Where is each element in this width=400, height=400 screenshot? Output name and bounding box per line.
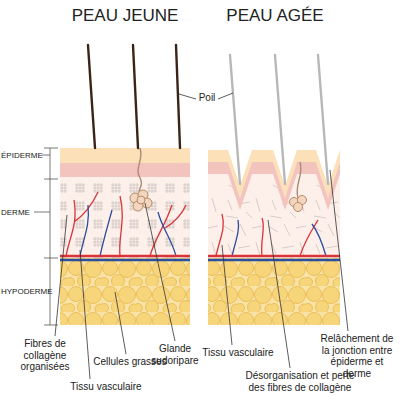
artery xyxy=(60,255,190,258)
leader-line xyxy=(55,93,348,379)
panel-heading: PEAU JEUNE xyxy=(45,6,205,26)
epidermis-inner xyxy=(60,163,190,177)
layer-label: DERME xyxy=(1,208,35,217)
part-label: Poil xyxy=(192,92,222,104)
vein xyxy=(60,259,190,262)
part-label: Désorganisation et perte des fibres de c… xyxy=(238,370,363,393)
hypodermis xyxy=(208,258,340,325)
epidermis-outer xyxy=(60,148,190,163)
fat-cells xyxy=(60,258,190,325)
artery xyxy=(66,192,186,256)
hair xyxy=(230,55,328,184)
hypodermis xyxy=(60,258,190,325)
sweat-gland xyxy=(130,190,152,211)
layer-label: ÉPIDERME xyxy=(1,151,43,160)
epidermis-inner xyxy=(208,162,340,210)
part-label: Fibres de collagène organisées xyxy=(16,338,74,373)
sweat-gland xyxy=(290,196,307,212)
part-label: Tissu vasculaire xyxy=(61,381,151,393)
collagen-fibres xyxy=(208,185,340,258)
hair xyxy=(88,45,180,148)
gland-coil xyxy=(137,196,145,204)
fat-cells xyxy=(208,258,340,325)
artery xyxy=(208,255,340,258)
layer-label: HYPODERME xyxy=(1,287,49,296)
sweat-duct xyxy=(297,162,301,198)
dermis xyxy=(208,150,340,258)
collagen-fibres xyxy=(60,177,190,258)
artery xyxy=(216,214,318,256)
panel-heading: PEAU AGÉE xyxy=(195,6,355,26)
part-label: Glande sudoripare xyxy=(145,343,205,366)
sweat-duct xyxy=(138,148,142,195)
layer-bracket xyxy=(34,148,58,325)
part-label: Tissu vasculaire xyxy=(193,347,283,359)
dermis xyxy=(60,177,190,258)
vein xyxy=(80,205,176,256)
gland-coil xyxy=(294,203,303,212)
vein xyxy=(232,220,326,256)
